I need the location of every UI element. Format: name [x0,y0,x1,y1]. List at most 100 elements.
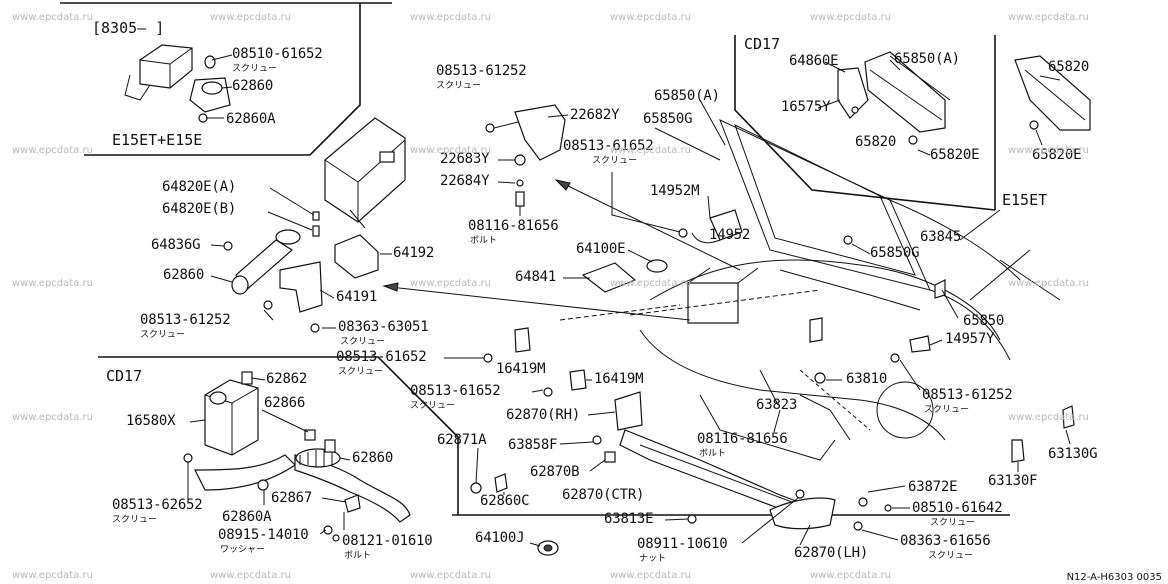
part-label[interactable]: 64100J [475,530,525,546]
section-caption-e15et-right: E15ET [1002,191,1048,209]
part-label[interactable]: 08915-14010 [218,527,309,543]
part-label[interactable]: 65820 [1048,59,1090,75]
part-label[interactable]: 62870B [530,464,580,480]
part-label[interactable]: 62860A [226,111,276,127]
part-label[interactable]: 63858F [508,437,558,453]
watermark: www.epcdata.ru [610,12,691,23]
watermark: www.epcdata.ru [12,412,93,423]
part-label[interactable]: 62860 [232,78,274,94]
part-label[interactable]: 08363-63051 [338,319,429,335]
part-label[interactable]: 08513-61652 [563,138,654,154]
part-label[interactable]: 62870(LH) [794,545,869,561]
part-label[interactable]: 08513-62652 [112,497,203,513]
part-label[interactable]: 63130G [1048,446,1098,462]
part-label[interactable]: 08513-61252 [436,63,527,79]
drawing-reference-code: N12-A-H6303 0035 [1066,572,1162,583]
part-label-kana: スクリュー [232,64,278,74]
watermark: www.epcdata.ru [210,570,291,581]
part-label-kana: ボルト [344,551,372,561]
part-label-kana: ワッシャー [220,545,266,555]
watermark: www.epcdata.ru [210,12,291,23]
e15et-panel-drawing [1014,55,1091,131]
part-label[interactable]: 08513-61252 [140,312,231,328]
part-label-kana: ボルト [699,449,727,459]
watermark: www.epcdata.ru [810,12,891,23]
part-label[interactable]: 63130F [988,473,1038,489]
watermark: www.epcdata.ru [410,278,491,289]
part-label[interactable]: 62867 [271,490,313,506]
part-label[interactable]: 65850(A) [894,51,960,67]
part-label[interactable]: 63872E [908,479,958,495]
part-label[interactable]: 62862 [266,371,308,387]
part-label[interactable]: 22682Y [570,107,620,123]
part-label[interactable]: 62870(CTR) [562,487,645,503]
watermark: www.epcdata.ru [410,12,491,23]
part-label[interactable]: 08116-81656 [468,218,559,234]
reservoir-box-drawing [324,117,406,229]
part-label[interactable]: 62871A [437,432,487,448]
part-label[interactable]: 08513-61652 [410,383,501,399]
part-label[interactable]: 08513-61652 [336,349,427,365]
part-label[interactable]: 64100E [576,241,626,257]
part-label[interactable]: 16419M [496,361,546,377]
section-note-8305: [8305— ] [92,19,165,37]
watermark: www.epcdata.ru [410,570,491,581]
part-label[interactable]: 62860 [163,267,205,283]
part-label[interactable]: 08510-61652 [232,46,323,62]
part-label-kana: スクリュー [338,367,384,377]
part-label[interactable]: 65850(A) [654,88,720,104]
part-label[interactable]: 62860C [480,493,530,509]
part-label[interactable]: 64820E(B) [162,201,237,217]
part-label[interactable]: 14957Y [945,331,995,347]
part-label[interactable]: 64820E(A) [162,179,237,195]
part-label[interactable]: 65820 [855,134,897,150]
part-label[interactable]: 64841 [515,269,557,285]
part-label[interactable]: 08116-81656 [697,431,788,447]
part-label[interactable]: 14952M [650,183,700,199]
part-label[interactable]: 65850G [643,111,693,127]
part-label-kana: スクリュー [930,518,976,528]
watermark: www.epcdata.ru [610,145,691,156]
part-label[interactable]: 08513-61252 [922,387,1013,403]
part-label[interactable]: 62860 [352,450,394,466]
part-label[interactable]: 64836G [151,237,201,253]
part-label[interactable]: 64191 [336,289,378,305]
part-label[interactable]: 22683Y [440,151,490,167]
watermark: www.epcdata.ru [12,12,93,23]
part-label[interactable]: 65820E [930,147,980,163]
part-label[interactable]: 63845 [920,229,962,245]
cd17-panel-drawing [837,51,951,145]
part-label[interactable]: 16575Y [781,99,831,115]
part-label[interactable]: 16580X [126,413,176,429]
part-label[interactable]: 65820E [1032,147,1082,163]
part-label[interactable]: 65850G [870,245,920,261]
part-label[interactable]: 62860A [222,509,272,525]
washer-tank-drawing [183,371,508,542]
car-rear-body-drawing [559,119,1061,461]
part-label[interactable]: 08510-61642 [912,500,1003,516]
part-label-kana: スクリュー [410,401,456,411]
watermark: www.epcdata.ru [610,278,691,289]
part-label[interactable]: 08363-61656 [900,533,991,549]
part-label[interactable]: 63823 [756,397,798,413]
part-label[interactable]: 64860E [789,53,839,69]
section-caption-cd17-left: CD17 [106,367,143,385]
clip-63130-drawing [890,335,1075,463]
watermark: www.epcdata.ru [1008,412,1089,423]
part-label[interactable]: 64192 [393,245,435,261]
part-label[interactable]: 63813E [604,511,654,527]
part-label[interactable]: 62866 [264,395,306,411]
part-label[interactable]: 08121-01610 [342,533,433,549]
part-label[interactable]: 63810 [846,371,888,387]
section-caption-e15et-e15e: E15ET+E15E [112,131,203,149]
part-label[interactable]: 14952 [709,227,751,243]
part-label[interactable]: 16419M [594,371,644,387]
rear-panel-drawing [483,327,892,556]
leader-lines [187,54,1071,547]
part-label[interactable]: 65850 [963,313,1005,329]
part-label-kana: スクリュー [928,551,974,561]
part-label[interactable]: 62870(RH) [506,407,581,423]
part-label[interactable]: 22684Y [440,173,490,189]
part-label[interactable]: 08911-10610 [637,536,728,552]
